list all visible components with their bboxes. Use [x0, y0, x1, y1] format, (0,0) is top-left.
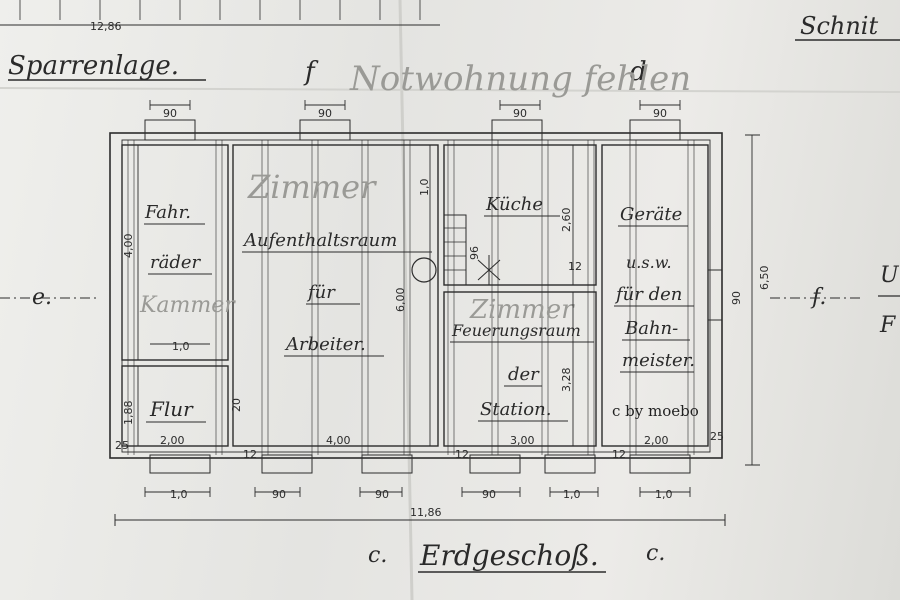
- dim-b-10-c: 1,0: [655, 488, 673, 501]
- dim-v-650: 6,50: [758, 266, 771, 291]
- dim-misc-96: 96: [468, 246, 481, 260]
- overall-bottom-dimension: 11,86: [410, 506, 442, 519]
- side-door-right: [707, 269, 723, 321]
- axis-marker-left: e.: [32, 285, 52, 310]
- dim-v-328: 3,28: [560, 368, 573, 393]
- rafter-end-top-4: [629, 119, 681, 141]
- dim-top-90-d: 90: [653, 107, 667, 120]
- room-fahrraeder-wall: [121, 144, 229, 361]
- dim-v-188: 1,88: [122, 401, 135, 426]
- stove-circle: [411, 257, 437, 283]
- dim-w-10: 1,0: [172, 340, 190, 353]
- top-rafter-ticks: [19, 0, 421, 20]
- dim-w-300: 3,00: [510, 434, 535, 447]
- rafter-end-top-2: [299, 119, 351, 141]
- rafter-end-top-1: [144, 119, 196, 141]
- room-label-feuerung-2: der: [508, 364, 540, 385]
- dim-w-400: 4,00: [326, 434, 351, 447]
- inner-width-lines: [130, 343, 708, 447]
- dim-v-400: 4,00: [122, 234, 135, 259]
- axis-marker-bottom-left: c.: [368, 543, 387, 568]
- room-label-geraete-1: Geräte: [620, 204, 682, 225]
- dim-b-10-a: 1,0: [170, 488, 188, 501]
- dim-b-90-b: 90: [375, 488, 389, 501]
- axis-marker-bottom-right: c.: [646, 541, 665, 566]
- paper-fold-vertical: [398, 0, 414, 600]
- rafter-lines: [127, 140, 695, 455]
- dim-w-200-a: 2,00: [160, 434, 185, 447]
- dim-top-90-a: 90: [163, 107, 177, 120]
- pencil-note-top: Notwohnung fehlen: [349, 59, 691, 99]
- dim-s-12-b: 12: [455, 448, 469, 461]
- room-label-geraete-3: für den: [614, 284, 682, 305]
- pencil-room-kammer: Kammer: [139, 293, 236, 318]
- dim-b-10-b: 1,0: [563, 488, 581, 501]
- dim-b-90-a: 90: [272, 488, 286, 501]
- pencil-room-zimmer-1: Zimmer: [247, 168, 377, 206]
- overall-top-dimension: 12,86: [90, 20, 122, 33]
- room-label-geraete-5: meister.: [622, 350, 695, 371]
- room-label-fahrraeder-1: Fahr.: [144, 202, 191, 223]
- pencil-room-zimmer-2: Zimmer: [469, 295, 575, 325]
- room-label-aufenthalt-3: Arbeiter.: [284, 334, 366, 355]
- axis-marker-right: f.: [810, 285, 826, 310]
- dim-s-12-d: 12: [568, 260, 582, 273]
- bottom-dimension-chain: [144, 487, 691, 497]
- top-dimension-chains: [149, 100, 681, 110]
- dim-top-90-b: 90: [318, 107, 332, 120]
- rafter-end-bottom-1: [149, 454, 211, 474]
- sheet-title-left: Sparrenlage.: [8, 51, 179, 81]
- dim-v-right-90: 90: [730, 291, 743, 305]
- edge-text-right-2: F: [879, 313, 896, 338]
- rafter-end-bottom-2: [261, 454, 313, 474]
- room-label-feuerung-3: Station.: [480, 399, 551, 420]
- stair-block: [443, 214, 467, 286]
- room-label-geraete-2: u.s.w.: [626, 253, 672, 272]
- room-label-geraete-4: Bahn-: [624, 318, 678, 339]
- dim-s-12-c: 12: [612, 448, 626, 461]
- axis-marker-top-right: d: [630, 57, 647, 87]
- sheet-title-right: Schnit: [800, 12, 878, 40]
- rafter-end-bottom-3: [361, 454, 413, 474]
- axis-marker-top-left: f: [303, 57, 319, 87]
- dim-v-260: 2,60: [560, 208, 573, 233]
- dim-v-100: 1,0: [418, 179, 431, 197]
- rafter-end-top-3: [491, 119, 543, 141]
- dim-w-200-b: 2,00: [644, 434, 669, 447]
- room-label-flur: Flur: [149, 397, 194, 421]
- paper-fold-horizontal: [0, 87, 900, 93]
- dim-b-90-c: 90: [482, 488, 496, 501]
- room-label-aufenthalt-2: für: [306, 282, 336, 303]
- room-label-underlines: [144, 215, 694, 423]
- vertical-dimension-lines: [137, 134, 760, 466]
- rafter-end-bottom-6: [629, 454, 691, 474]
- dim-misc-20: 20: [230, 398, 243, 412]
- rafter-end-bottom-4: [469, 454, 521, 474]
- overall-bottom-dimension-line: [114, 514, 726, 526]
- chimney-cross: [477, 255, 501, 285]
- dim-s-25-a: 25: [115, 439, 129, 452]
- floor-plan-title: Erdgeschoß.: [419, 539, 599, 572]
- dim-s-12-a: 12: [243, 448, 257, 461]
- watermark-text: c by moebo: [612, 402, 699, 420]
- dim-s-25-b: 25: [710, 430, 724, 443]
- room-label-feuerung-1: Feuerungsraum: [451, 321, 581, 340]
- dim-v-600: 6,00: [394, 288, 407, 313]
- rafter-end-bottom-5: [544, 454, 596, 474]
- dim-top-90-c: 90: [513, 107, 527, 120]
- edge-text-right-1: U: [880, 263, 900, 288]
- room-label-fahrraeder-2: räder: [150, 252, 202, 273]
- room-label-kueche: Küche: [485, 194, 543, 215]
- room-label-aufenthalt-1: Aufenthaltsraum: [242, 230, 397, 251]
- stair-steps: [444, 227, 466, 271]
